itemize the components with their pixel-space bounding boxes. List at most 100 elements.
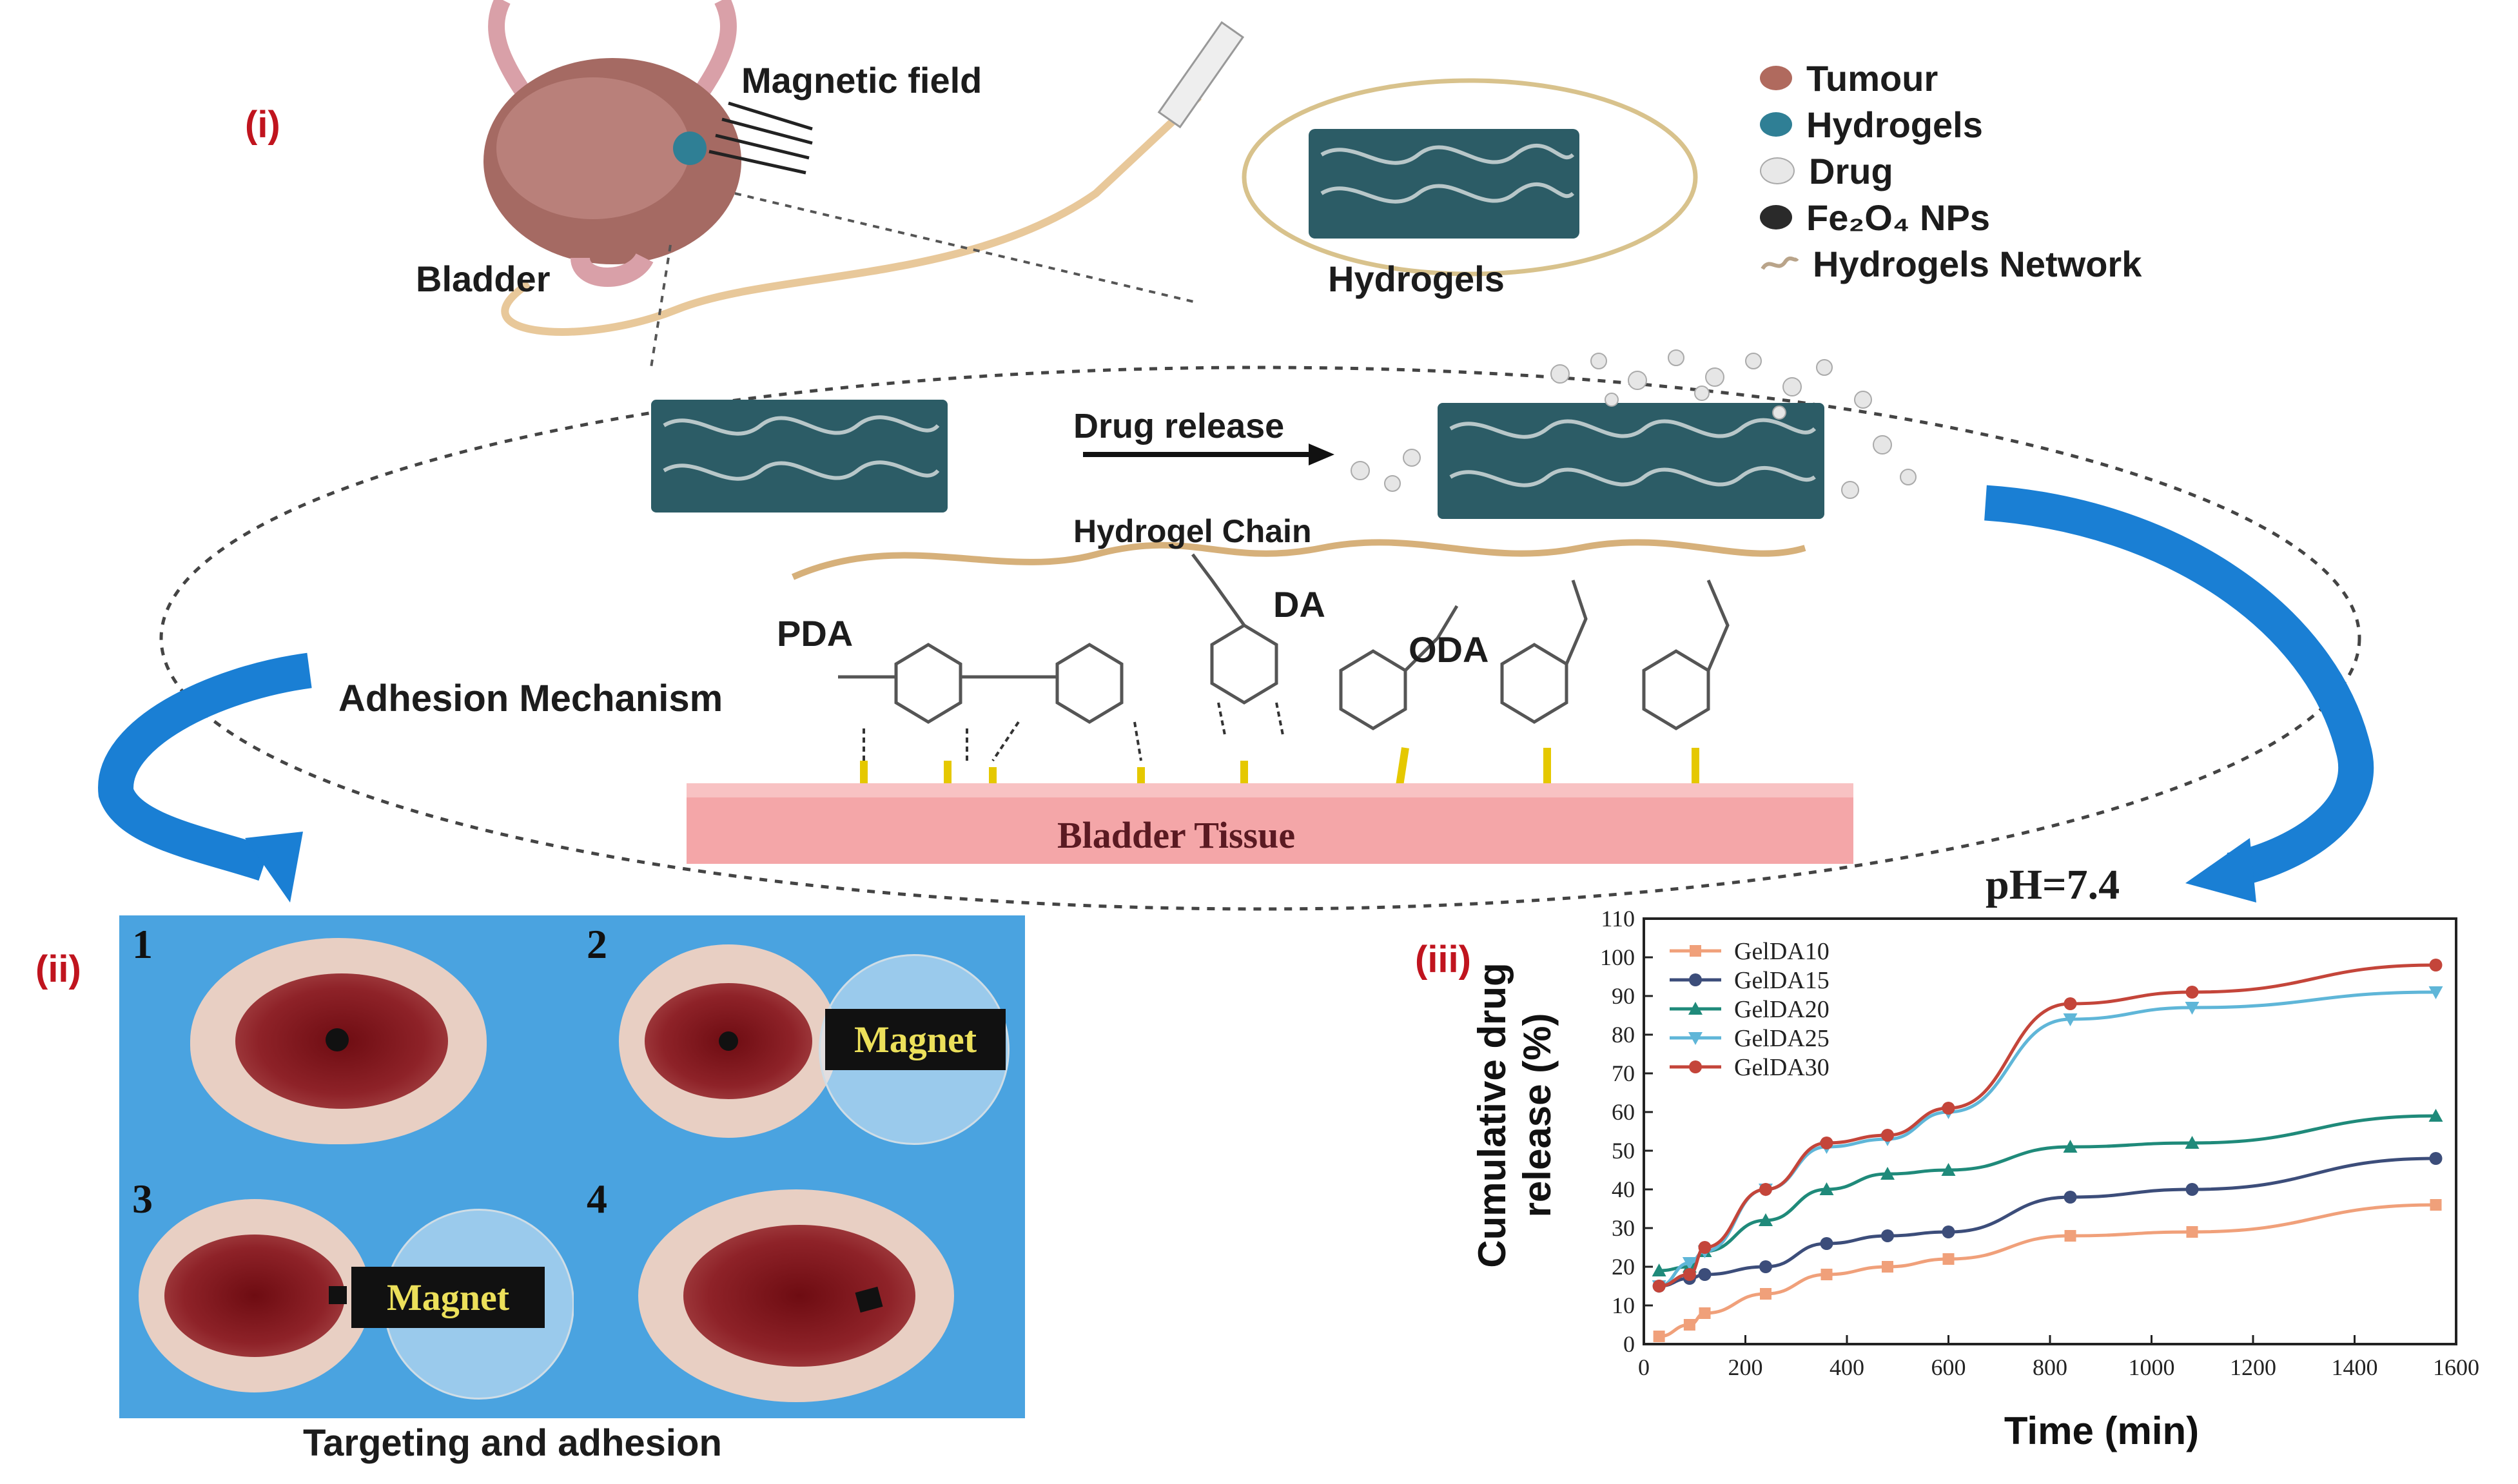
data-point (1682, 1257, 1697, 1270)
data-point (1653, 1331, 1665, 1342)
y-tick-label: 0 (1623, 1331, 1635, 1357)
y-tick-label: 70 (1612, 1060, 1635, 1086)
y-tick-label: 40 (1612, 1176, 1635, 1202)
data-point (1942, 1102, 1955, 1115)
panel-label-iii: (iii) (1415, 939, 1471, 981)
chart-title: pH=7.4 (1986, 861, 2120, 908)
hydrogel-chain-label: Hydrogel Chain (1073, 513, 1312, 549)
photo-1: 1 (119, 915, 571, 1164)
y-tick-label: 100 (1600, 944, 1635, 970)
hydrogel-block-right (1438, 403, 1824, 519)
x-tick-label: 1200 (2230, 1354, 2276, 1380)
photo-2: 2 Magnet (574, 915, 1025, 1164)
x-tick-label: 600 (1931, 1354, 1966, 1380)
data-point (2185, 1002, 2200, 1015)
photo-number-1: 1 (132, 921, 153, 967)
legend-marker (1688, 1002, 1703, 1015)
x-tick-label: 1400 (2332, 1354, 2378, 1380)
tumour-dot-icon (1760, 66, 1792, 90)
hydrogel-dot-icon (1760, 112, 1792, 137)
y-tick-label: 10 (1612, 1293, 1635, 1318)
data-point (2186, 1226, 2198, 1238)
data-point (1759, 1260, 1772, 1273)
data-point (2429, 1152, 2443, 1165)
legend-item-tumour: Tumour (1760, 55, 2142, 101)
nanoparticle-dot-icon (1760, 205, 1792, 229)
data-point (1820, 1269, 1833, 1280)
series-line-GelDA15 (1659, 1157, 2436, 1288)
hydrogel-dot (329, 1286, 347, 1304)
photo-3: 3 Magnet (119, 1170, 574, 1418)
data-point (2063, 1013, 2078, 1026)
pda-label: PDA (777, 613, 854, 654)
tumour-area (164, 1235, 345, 1357)
y-axis-label-line1: Cumulative drug (1470, 962, 1514, 1267)
network-squiggle-icon (1761, 256, 1799, 270)
hydrogel-dot (719, 1031, 738, 1051)
data-point (1652, 1264, 1666, 1276)
legend-label: GelDA15 (1734, 967, 1830, 994)
legend-marker (1688, 1032, 1703, 1045)
data-point (1941, 1163, 1956, 1176)
y-tick-label: 110 (1601, 906, 1635, 932)
data-point (1699, 1307, 1711, 1319)
tumour-area (683, 1225, 915, 1367)
bladder-tissue-label: Bladder Tissue (1057, 814, 1296, 856)
data-point (1881, 1229, 1894, 1242)
magnet-block[interactable]: Magnet (351, 1267, 545, 1328)
legend-marker (1689, 1060, 1702, 1073)
drug-dot-icon (1760, 157, 1795, 184)
data-point (1652, 1280, 1666, 1293)
data-point (1759, 1183, 1772, 1196)
data-point (2064, 1191, 2077, 1204)
data-point (1820, 1237, 1833, 1250)
x-tick-label: 1000 (2129, 1354, 2175, 1380)
data-point (2428, 1109, 2443, 1122)
legend-marker (1690, 945, 1701, 957)
data-point (2430, 1199, 2442, 1211)
legend-item-drug: Drug (1760, 148, 2142, 194)
oda-label: ODA (1409, 629, 1489, 670)
y-tick-label: 60 (1612, 1099, 1635, 1125)
drug-release-label: Drug release (1073, 407, 1285, 445)
data-point (2185, 1136, 2200, 1149)
data-point (1698, 1241, 1712, 1254)
data-point (2185, 1183, 2199, 1196)
legend-item-network: Hydrogels Network (1760, 240, 2142, 287)
series-line-GelDA20 (1659, 1114, 2436, 1273)
data-point (1760, 1288, 1771, 1300)
magnet-block[interactable]: Magnet (825, 1009, 1006, 1070)
right-curved-arrow (1984, 485, 2374, 888)
legend: Tumour Hydrogels Drug Fe₂O₄ NPs Hydrogel… (1760, 55, 2142, 287)
legend-item-fe2o4: Fe₂O₄ NPs (1760, 194, 2142, 240)
data-point (1683, 1319, 1695, 1331)
magnetic-field-label: Magnetic field (741, 60, 982, 101)
x-tick-label: 1600 (2433, 1354, 2479, 1380)
data-point (1820, 1137, 1833, 1149)
da-label: DA (1273, 584, 1325, 625)
data-point (1942, 1225, 1955, 1238)
x-tick-label: 0 (1638, 1354, 1650, 1380)
legend-label: GelDA25 (1734, 1025, 1830, 1052)
hydrogels-label: Hydrogels (1328, 259, 1505, 299)
data-point (2064, 1230, 2076, 1242)
photo-grid: 1 2 Magnet 3 Magnet 4 (119, 915, 1025, 1418)
y-tick-label: 30 (1612, 1215, 1635, 1241)
data-point (2185, 986, 2199, 999)
y-tick-label: 90 (1612, 983, 1635, 1009)
bladder-label: Bladder (416, 259, 551, 299)
y-tick-label: 50 (1612, 1138, 1635, 1164)
data-point (1881, 1129, 1894, 1142)
x-tick-label: 400 (1830, 1354, 1864, 1380)
legend-marker (1689, 973, 1702, 986)
legend-label: GelDA10 (1734, 938, 1830, 965)
photo-number-4: 4 (587, 1176, 607, 1222)
data-point (2063, 1140, 2078, 1153)
data-point (2429, 959, 2443, 971)
panel-label-ii: (ii) (35, 948, 81, 990)
y-axis-label-line2: release (%) (1516, 1013, 1559, 1218)
hydrogel-block-left (651, 400, 948, 513)
data-point (1698, 1268, 1712, 1281)
